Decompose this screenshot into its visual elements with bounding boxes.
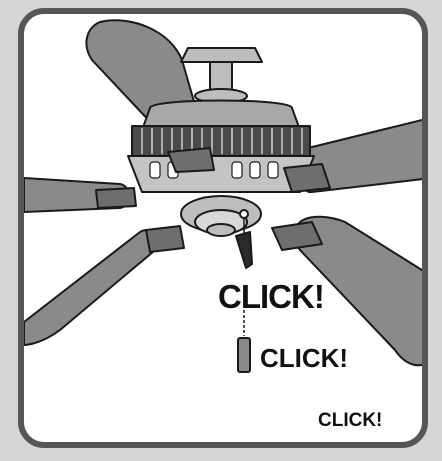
fan-canopy <box>181 48 262 62</box>
pull-chain-fob <box>238 338 250 372</box>
blade-iron-top-left <box>168 148 214 172</box>
blade-iron-right <box>284 164 330 192</box>
click-label-medium: CLICK! <box>260 343 348 374</box>
click-label-small: CLICK! <box>318 410 382 432</box>
blade-iron-bottom-left <box>146 226 184 252</box>
click-label-large: CLICK! <box>218 278 324 316</box>
blade-iron-left <box>96 188 136 208</box>
fan-motor-fins <box>132 126 310 156</box>
pull-chain-motion <box>236 232 252 268</box>
blade-iron-bottom-right <box>272 222 322 250</box>
fan-blade-bottom-left <box>24 230 161 345</box>
